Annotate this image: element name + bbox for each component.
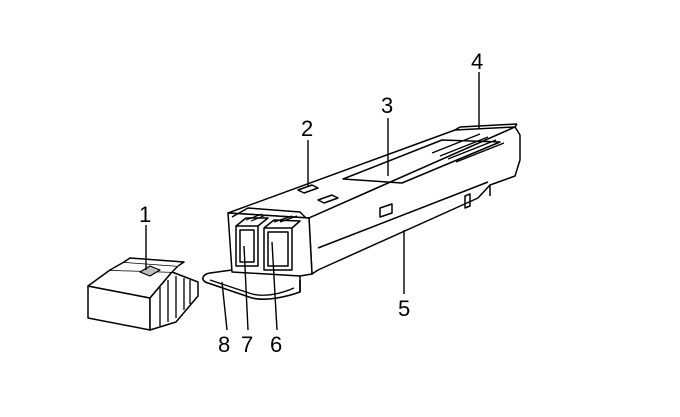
callout-6: 6 <box>270 332 282 357</box>
port-left <box>235 225 259 267</box>
callout-labels: 1 2 3 4 5 6 7 8 <box>139 49 483 357</box>
callout-1: 1 <box>139 202 151 227</box>
front-cage-lip <box>231 207 307 219</box>
leader-7 <box>243 245 249 331</box>
leader-6 <box>271 241 278 331</box>
side-window <box>379 203 393 218</box>
dust-plug <box>87 257 199 331</box>
module-side-face <box>308 126 521 275</box>
callout-8: 8 <box>218 332 230 357</box>
port-right <box>263 227 293 271</box>
top-slot-a <box>297 184 319 194</box>
callout-4: 4 <box>471 49 483 74</box>
callout-7: 7 <box>241 332 253 357</box>
bail-latch <box>202 269 301 300</box>
side-seam <box>317 181 489 249</box>
callout-3: 3 <box>381 93 393 118</box>
heatsink-ribs <box>431 133 505 163</box>
top-label-area <box>342 139 501 184</box>
side-latch-slot <box>464 193 471 209</box>
callout-2: 2 <box>301 116 313 141</box>
leader-8 <box>221 281 228 331</box>
leader-lines <box>145 72 480 331</box>
top-slot-b <box>317 194 339 204</box>
sfp-module <box>202 123 521 300</box>
callout-5: 5 <box>398 296 410 321</box>
